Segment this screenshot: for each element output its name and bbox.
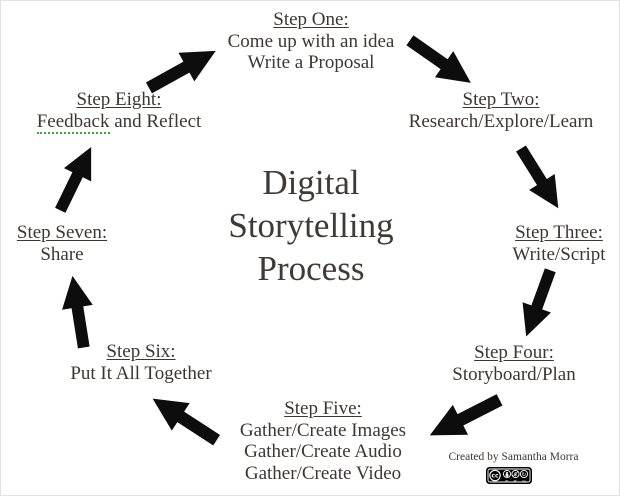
arrow-step2-to-step3-icon xyxy=(507,140,573,219)
credit-text: Created by Samantha Morra xyxy=(448,451,579,463)
step-text: Gather/Create Images xyxy=(239,419,407,441)
svg-text:SA: SA xyxy=(522,479,526,483)
step-four: Step Four: Storyboard/Plan xyxy=(429,342,599,385)
arrow-step3-to-step4-icon xyxy=(510,265,566,344)
step-text: Write/Script xyxy=(512,243,606,265)
step-heading: Step Eight: xyxy=(76,89,162,110)
svg-text:$: $ xyxy=(514,472,517,478)
arrow-step7-to-step8-icon xyxy=(45,138,106,217)
step-text: Write a Proposal xyxy=(247,52,375,73)
step-text: Gather/Create Audio xyxy=(244,441,402,462)
step-text: Put It All Together xyxy=(70,362,212,384)
title-line: Storytelling xyxy=(228,206,394,245)
step-text: Feedback and Reflect xyxy=(36,110,202,134)
step-text: Share xyxy=(40,243,84,265)
step-heading: Step Four: xyxy=(474,342,554,363)
step-text: Come up with an idea xyxy=(227,30,395,52)
svg-text:NC: NC xyxy=(514,479,518,483)
title-line: Digital xyxy=(262,163,360,202)
page-title: Digital Storytelling Process xyxy=(156,161,466,290)
step-heading: Step Seven: xyxy=(16,222,108,243)
arrow-step1-to-step2-icon xyxy=(400,26,482,98)
step-one: Step One: Come up with an idea Write a P… xyxy=(201,9,421,74)
step-five: Step Five: Gather/Create Images Gather/C… xyxy=(217,398,429,484)
step-three: Step Three: Write/Script xyxy=(479,222,619,265)
arrow-step4-to-step5-icon xyxy=(420,383,508,452)
step-heading: Step Three: xyxy=(515,222,603,243)
step-heading: Step Five: xyxy=(284,398,362,419)
step-heading: Step Six: xyxy=(106,341,176,362)
step-text: Storyboard/Plan xyxy=(452,363,576,385)
step-two: Step Two: Research/Explore/Learn xyxy=(391,89,611,132)
step-six: Step Six: Put It All Together xyxy=(46,341,236,384)
step-eight: Step Eight: Feedback and Reflect xyxy=(16,89,222,134)
step-text: Research/Explore/Learn xyxy=(408,110,594,132)
svg-text:cc: cc xyxy=(491,473,499,480)
svg-text:↻: ↻ xyxy=(522,472,527,478)
arrow-step8-to-step1-icon xyxy=(140,34,226,103)
step-heading: Step Two: xyxy=(462,89,540,110)
arrow-step6-to-step7-icon xyxy=(55,272,100,350)
step-seven: Step Seven: Share xyxy=(1,222,123,265)
step-text: Gather/Create Video xyxy=(244,462,402,484)
svg-text:BY: BY xyxy=(505,479,509,483)
title-line: Process xyxy=(257,249,365,288)
cc-license-badge: cc $ ↻ BY NC SA xyxy=(486,467,532,484)
arrow-step5-to-step6-icon xyxy=(142,383,227,456)
step-heading: Step One: xyxy=(273,9,349,30)
